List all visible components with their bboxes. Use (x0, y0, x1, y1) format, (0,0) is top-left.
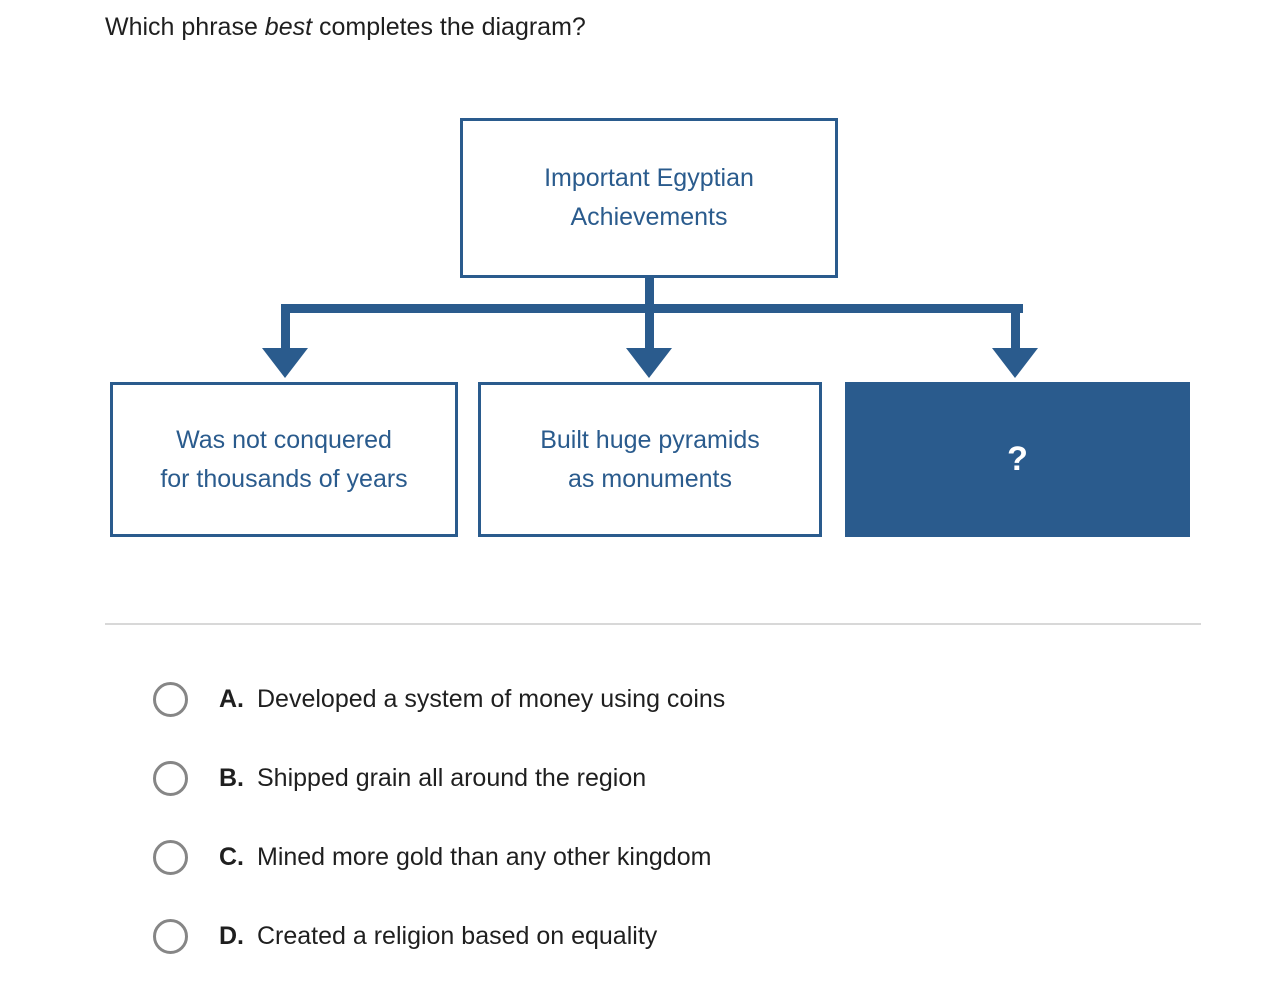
option-letter: B. (219, 764, 244, 792)
arrow-down-icon (626, 348, 672, 378)
arrow-down-icon (262, 348, 308, 378)
option-text: Created a religion based on equality (257, 922, 658, 950)
diagram-root-box: Important Egyptian Achievements (460, 118, 838, 278)
diagram-root-label: Important Egyptian Achievements (544, 164, 754, 231)
connector-right-stem (1011, 304, 1020, 350)
radio-button-option-b[interactable] (153, 761, 188, 796)
diagram-child-label-1: Was not conquered for thousands of years (160, 425, 408, 493)
diagram-child-box-1: Was not conquered for thousands of years (110, 382, 458, 537)
option-letter: A. (219, 685, 244, 713)
connector-root-stem (645, 278, 654, 312)
option-letter: D. (219, 922, 244, 950)
question-suffix: completes the diagram? (312, 13, 586, 41)
connector-middle-stem (645, 304, 654, 350)
radio-button-option-c[interactable] (153, 840, 188, 875)
option-row-c[interactable]: C. Mined more gold than any other kingdo… (153, 818, 1153, 897)
diagram-question-mark: ? (1007, 440, 1028, 479)
option-text: Shipped grain all around the region (257, 764, 647, 792)
option-letter: C. (219, 843, 244, 871)
option-row-b[interactable]: B. Shipped grain all around the region (153, 739, 1153, 818)
option-row-a[interactable]: A. Developed a system of money using coi… (153, 660, 1153, 739)
diagram-child-label-2: Built huge pyramids as monuments (540, 425, 760, 493)
divider (105, 623, 1201, 625)
option-row-d[interactable]: D. Created a religion based on equality (153, 897, 1153, 976)
option-text: Mined more gold than any other kingdom (257, 843, 712, 871)
answer-options: A. Developed a system of money using coi… (153, 660, 1153, 976)
diagram-child-box-2: Built huge pyramids as monuments (478, 382, 822, 537)
option-text: Developed a system of money using coins (257, 685, 726, 713)
diagram-child-box-missing: ? (845, 382, 1190, 537)
radio-button-option-d[interactable] (153, 919, 188, 954)
question-text: Which phrase best completes the diagram? (105, 10, 586, 45)
question-prefix: Which phrase (105, 13, 265, 41)
connector-left-stem (281, 304, 290, 350)
question-emphasis: best (264, 13, 313, 41)
radio-button-option-a[interactable] (153, 682, 188, 717)
arrow-down-icon (992, 348, 1038, 378)
